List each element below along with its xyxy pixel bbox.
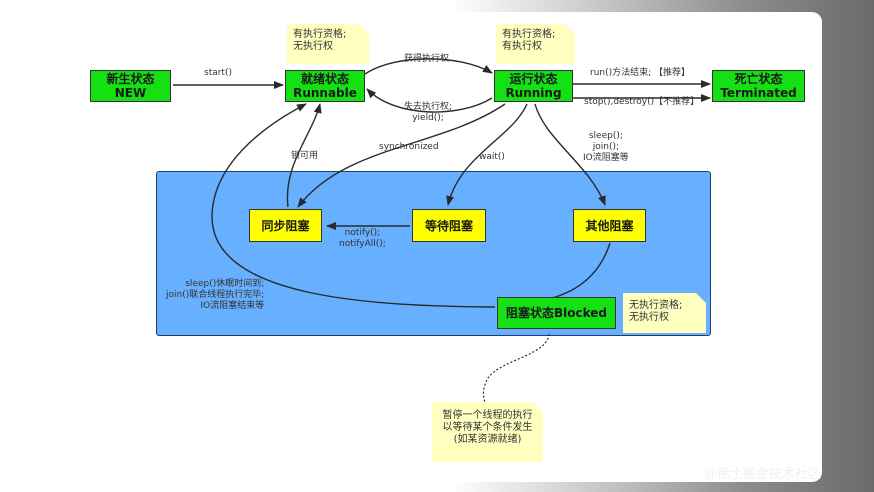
note-runnable: 有执行资格; 无执行权 [287,24,369,64]
arrow-lock [286,103,322,208]
watermark: @稀土掘金技术社区 [704,467,822,482]
state-wait-blocked: 等待阻塞 [412,209,486,242]
note-running: 有执行资格; 有执行权 [496,24,575,64]
state-new: 新生状态 NEW [90,70,171,102]
label-synchronized: synchronized [379,142,439,152]
blocked-region [156,171,711,336]
arrow-synchronized [297,103,506,208]
arrow-get-exec [364,58,493,75]
label-lock: 锁可用 [291,151,319,161]
state-other-blocked: 其他阻塞 [573,209,646,242]
arrow-sleep-end [211,103,496,308]
state-blocked: 阻塞状态Blocked [497,297,616,329]
label-lose-exec: 失去执行权; yield(); [404,102,453,123]
note-blocked: 无执行资格; 无执行权 [623,293,706,333]
label-notify: notify(); notifyAll(); [339,228,386,249]
arrow-lose-exec [366,88,493,113]
label-sleep-end: sleep()休眠时间到; join()联合线程执行完毕; IO流阻塞结束等 [166,279,265,311]
state-running: 运行状态 Running [494,70,573,102]
note-pause: 暂停一个线程的执行 以等待某个条件发生 (如某资源就绪) [432,402,543,462]
label-get-exec: 获得执行权 [404,54,450,64]
state-sync-blocked: 同步阻塞 [249,209,322,242]
state-runnable: 就绪状态 Runnable [285,70,365,102]
label-start: start() [204,68,232,78]
label-sleep-join: sleep(); join(); IO流阻塞等 [583,131,629,163]
arrow-sleep [534,103,606,206]
label-wait: wait() [479,152,505,162]
arrow-wait [446,103,528,206]
label-stop: stop(),destroy()【不推荐】 [584,97,700,107]
note-connector [482,333,550,403]
state-terminated: 死亡状态 Terminated [712,70,805,102]
label-run-end: run()方法结束; 【推荐】 [590,68,691,78]
